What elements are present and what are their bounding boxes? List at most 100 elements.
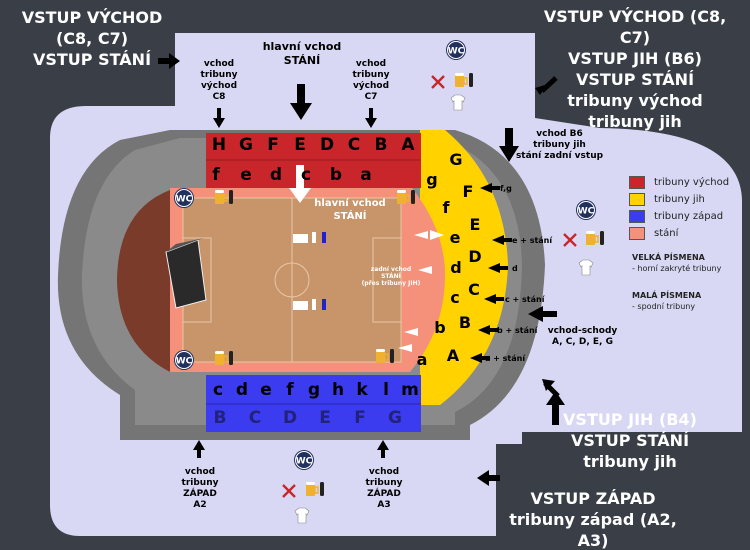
gate-text: A2: [193, 500, 207, 510]
stand-section-letter: E: [469, 215, 481, 234]
entrance-text: VSTUP STÁNÍ: [32, 50, 152, 69]
stand-section-letter: D: [319, 135, 335, 155]
legend-item: tribuny jih: [629, 193, 705, 206]
gate-text: stání zadní vstup: [515, 151, 604, 161]
south-entry-label: a + stání: [485, 354, 526, 363]
note-text: VELKÁ PÍSMENA: [632, 253, 705, 262]
gate-c7: vchod tribuny východ C7: [346, 59, 396, 103]
field-text: (přes tribuny JIH): [361, 280, 421, 287]
stand-section-letter: G: [449, 150, 463, 169]
gate-text: vchod: [355, 59, 387, 69]
stand-section-letter: b: [329, 165, 343, 185]
south-entry-label: b + stání: [497, 326, 538, 335]
gate-text: ZÁPAD: [183, 489, 217, 499]
entrance-top-right: VSTUP VÝCHOD (C8, C7) VSTUP JIH (B6) VST…: [530, 6, 740, 132]
stand-section-letter: c: [450, 288, 460, 307]
wc-icon: [445, 39, 467, 61]
entrance-text: VSTUP STÁNÍ: [570, 431, 690, 450]
stand-section-letter: A: [401, 135, 415, 155]
gate-text: STÁNÍ: [283, 54, 321, 67]
stand-section-letter: a: [360, 165, 372, 185]
wc-icon: [173, 349, 195, 371]
book-icon: [293, 301, 308, 310]
south-entry-label: e + stání: [512, 236, 553, 245]
stand-section-letter: k: [356, 380, 368, 400]
gate-c8: vchod tribuny východ C8: [194, 59, 244, 103]
gate-text: C8: [212, 92, 226, 102]
legend-item: stání: [629, 227, 678, 240]
south-stand: [420, 130, 508, 405]
stand-section-letter: e: [260, 380, 272, 400]
legend-swatch: [629, 210, 645, 223]
note-text: MALÁ PÍSMENA: [632, 291, 702, 300]
stand-section-letter: m: [401, 380, 419, 400]
legend-note: VELKÁ PÍSMENA - horní zakryté tribuny: [632, 252, 721, 274]
note-text: - spodní tribuny: [632, 302, 696, 311]
gate-main: hlavní vchod STÁNÍ: [247, 40, 357, 68]
gate-text: vchod: [203, 59, 235, 69]
gate-text: tribuny: [365, 478, 403, 488]
stand-section-letter: H: [211, 135, 227, 155]
gate-text: hlavní vchod: [262, 40, 342, 53]
stand-section-letter: d: [450, 258, 462, 277]
stand-section-letter: e: [449, 228, 461, 247]
legend-swatch: [629, 176, 645, 189]
field-rear-entrance-label: zadní vchod STÁNÍ (přes tribuny JIH): [350, 266, 432, 287]
entrance-text: tribuny západ (A2, A3): [509, 510, 677, 550]
legend-swatch: [629, 227, 645, 240]
stand-section-letter: B: [374, 135, 388, 155]
stand-section-letter: F: [354, 408, 366, 428]
gate-text: A, C, D, E, G: [552, 337, 613, 347]
stand-section-letter: C: [347, 135, 361, 155]
stand-section-letter: f: [286, 380, 294, 400]
wc-icon: [173, 187, 195, 209]
stand-section-letter: h: [331, 380, 345, 400]
north-stand: [117, 190, 170, 372]
stand-section-letter: e: [240, 165, 252, 185]
gate-text: vchod: [368, 467, 400, 477]
stand-section-letter: f: [442, 198, 450, 217]
gate-a3: vchod tribuny ZÁPAD A3: [359, 467, 409, 511]
south-entry-label: f,g: [500, 184, 512, 193]
gate-text: tribuny: [200, 70, 238, 80]
stand-section-letter: F: [462, 182, 474, 201]
legend-item: tribuny západ: [629, 210, 723, 223]
gate-text: vchod: [184, 467, 216, 477]
stand-section-letter: G: [239, 135, 253, 155]
stand-section-letter: C: [248, 408, 262, 428]
entrance-text: tribuny jih: [583, 452, 677, 471]
stand-section-letter: g: [307, 380, 321, 400]
legend-label: stání: [654, 228, 679, 239]
field-text: STÁNÍ: [381, 273, 401, 280]
legend-swatch: [629, 193, 645, 206]
gate-text: C7: [364, 92, 378, 102]
gate-text: východ: [352, 81, 390, 91]
legend-label: tribuny východ: [654, 177, 730, 188]
stand-section-letter: E: [294, 135, 306, 155]
wc-icon: [293, 449, 315, 471]
legend-note: MALÁ PÍSMENA - spodní tribuny: [632, 290, 701, 312]
stand-section-letter: d: [235, 380, 249, 400]
gate-text: ZÁPAD: [367, 489, 401, 499]
standing-arrows: [398, 230, 444, 352]
legend-label: tribuny jih: [654, 194, 705, 205]
stand-section-letter: E: [319, 408, 331, 428]
stand-section-letter: g: [426, 170, 438, 189]
field-text: zadní vchod: [370, 266, 412, 273]
entrance-text: VSTUP JIH (B6): [568, 49, 702, 68]
gate-text: vchod-schody: [547, 326, 618, 336]
gate-a2: vchod tribuny ZÁPAD A2: [175, 467, 225, 511]
field-main-entrance-label: hlavní vchod STÁNÍ: [302, 197, 398, 223]
stand-section-letter: F: [267, 135, 279, 155]
field-text: hlavní vchod: [314, 198, 386, 209]
entrance-text: tribuny jih: [588, 112, 682, 131]
stand-section-letter: l: [383, 380, 389, 400]
wc-icon: [575, 199, 597, 221]
stand-section-letter: G: [388, 408, 402, 428]
stand-section-letter: f: [212, 165, 220, 185]
gate-text: tribuny jih: [533, 140, 586, 150]
entrance-text: VSTUP JIH (B4): [563, 410, 697, 429]
stand-section-letter: a: [416, 350, 428, 369]
